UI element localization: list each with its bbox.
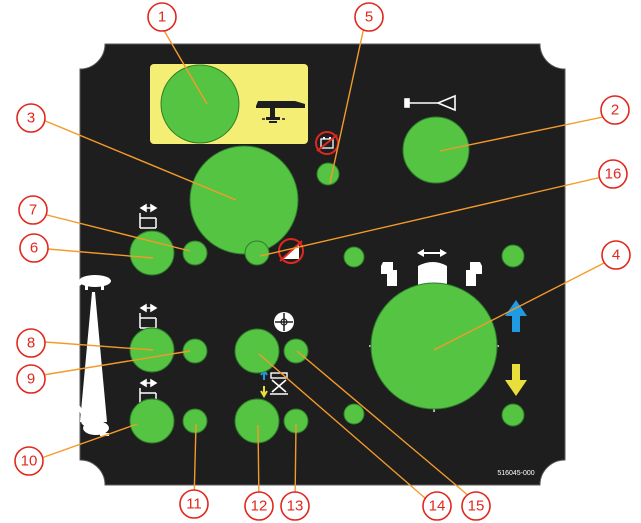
callout-6-label: 6 bbox=[30, 240, 38, 257]
battery-indicator-light[interactable] bbox=[316, 162, 340, 186]
drive-speed-low-light[interactable] bbox=[182, 408, 208, 434]
lower-right-indicator-light[interactable] bbox=[501, 403, 525, 427]
callout-5-label: 5 bbox=[365, 9, 373, 26]
callouts bbox=[14, 2, 631, 521]
drive-speed-high-light[interactable] bbox=[182, 240, 208, 266]
drive-speed-low-button[interactable] bbox=[129, 398, 175, 444]
drive-mode-icon bbox=[139, 203, 158, 229]
callout-12 bbox=[244, 491, 274, 521]
joystick-control[interactable] bbox=[370, 282, 498, 410]
callout-8-label: 8 bbox=[27, 335, 35, 352]
drive-mode-icon bbox=[139, 303, 158, 329]
callout-5 bbox=[354, 2, 384, 32]
speed-range-wedge bbox=[80, 292, 107, 422]
arrow-up-icon bbox=[505, 300, 527, 332]
tilt-alarm-light[interactable] bbox=[244, 240, 270, 266]
horn-icon bbox=[404, 94, 456, 112]
drive-speed-mid-light[interactable] bbox=[182, 338, 208, 364]
platform-icon bbox=[256, 101, 305, 123]
callout-12-label: 12 bbox=[251, 498, 268, 515]
callout-16 bbox=[598, 159, 628, 189]
lift-drive-select-button[interactable] bbox=[234, 398, 280, 444]
callout-4 bbox=[601, 240, 631, 270]
platform-select-button[interactable] bbox=[160, 64, 240, 144]
horn-button[interactable] bbox=[402, 116, 470, 184]
callout-4-label: 4 bbox=[612, 247, 620, 264]
callout-3 bbox=[16, 103, 46, 133]
callout-13-label: 13 bbox=[287, 498, 304, 515]
callout-15 bbox=[461, 491, 491, 521]
callout-3-label: 3 bbox=[27, 110, 35, 127]
callout-1 bbox=[147, 2, 177, 32]
turtle-icon bbox=[74, 275, 111, 290]
callout-14-label: 14 bbox=[429, 498, 446, 515]
callout-7 bbox=[18, 195, 48, 225]
emergency-stop-button[interactable] bbox=[189, 145, 299, 255]
function-enable-light[interactable] bbox=[283, 338, 309, 364]
steer-icon bbox=[381, 249, 482, 286]
callout-14 bbox=[422, 491, 452, 521]
callout-13 bbox=[280, 491, 310, 521]
callout-6 bbox=[19, 233, 49, 263]
callout-9 bbox=[16, 364, 46, 394]
leader-lines bbox=[32, 26, 607, 506]
callout-9-label: 9 bbox=[27, 371, 35, 388]
drive-mode-icon bbox=[139, 378, 158, 404]
callout-11-label: 11 bbox=[186, 496, 202, 513]
steer-right-light[interactable] bbox=[501, 244, 525, 268]
callout-10 bbox=[14, 446, 44, 476]
callout-numbers: 1 2 3 4 5 6 7 8 9 10 11 12 13 14 15 16 bbox=[21, 9, 622, 515]
callout-11 bbox=[179, 489, 209, 519]
steer-left-light[interactable] bbox=[343, 246, 365, 268]
callout-8 bbox=[16, 328, 46, 358]
battery-warning-icon bbox=[315, 131, 339, 155]
callout-16-label: 16 bbox=[605, 166, 622, 183]
callout-2-label: 2 bbox=[611, 102, 619, 119]
part-number: 516045-000 bbox=[497, 470, 534, 477]
callout-2 bbox=[600, 95, 630, 125]
callout-7-label: 7 bbox=[29, 202, 37, 219]
callout-1-label: 1 bbox=[158, 9, 166, 26]
lower-indicator-light[interactable] bbox=[343, 403, 365, 425]
rabbit-icon bbox=[76, 405, 109, 436]
drive-speed-high-button[interactable] bbox=[129, 230, 175, 276]
crosshair-icon bbox=[274, 312, 294, 332]
arrow-down-icon bbox=[505, 364, 527, 396]
callout-15-label: 15 bbox=[468, 498, 485, 515]
callout-10-label: 10 bbox=[21, 453, 38, 470]
